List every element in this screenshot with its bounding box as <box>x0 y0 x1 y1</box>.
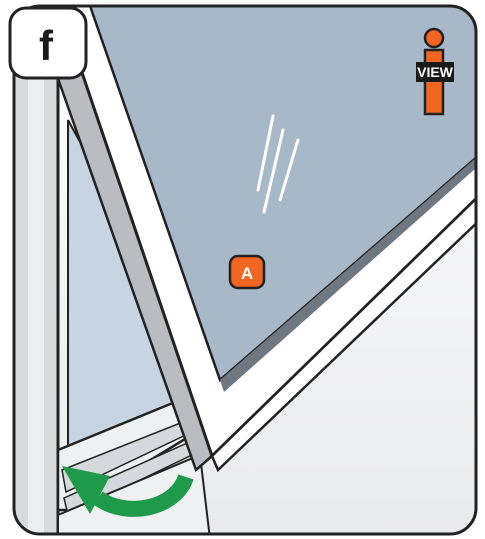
step-letter: f <box>39 22 54 69</box>
view-badge: VIEW <box>416 27 454 116</box>
callout-label: A <box>241 264 253 283</box>
curved-arrow-icon <box>62 466 194 517</box>
view-label: VIEW <box>417 64 454 80</box>
sash-glass <box>86 6 476 383</box>
callout-a: A <box>228 254 266 290</box>
glass-reflection <box>256 114 300 214</box>
panel-border <box>12 4 478 536</box>
step-badge: f <box>8 6 88 80</box>
info-person-icon <box>423 27 445 49</box>
